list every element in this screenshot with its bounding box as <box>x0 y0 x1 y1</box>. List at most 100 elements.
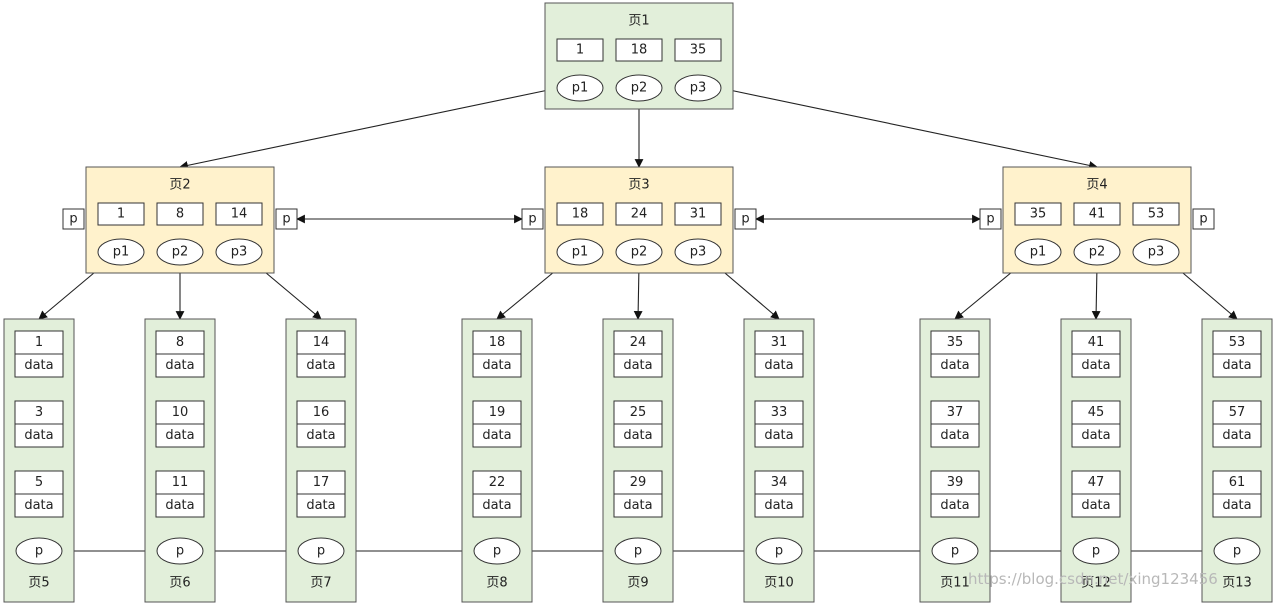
root-page-key-box <box>556 38 604 62</box>
record-data-box <box>1212 423 1262 448</box>
leaf-pointer-oval <box>15 537 63 565</box>
internal-to-leaf-edge <box>633 264 643 320</box>
record-data-box <box>1071 353 1121 378</box>
record-data: data <box>482 428 511 443</box>
record-data-box <box>613 353 663 378</box>
record-data: data <box>940 358 969 373</box>
internal-page-pointer: p2 <box>172 245 189 260</box>
internal-page-pointer-oval <box>1073 238 1121 266</box>
root-to-internal-edge <box>179 87 559 170</box>
root-page-key-box <box>615 38 663 62</box>
root-page-key: 1 <box>576 43 584 58</box>
leaf-pointer: p <box>951 544 959 559</box>
internal-page-pointer: p3 <box>1148 245 1165 260</box>
root-page-pointer-oval <box>556 74 604 102</box>
internal-page-pointer: p2 <box>1089 245 1106 260</box>
record-key: 1 <box>35 335 43 350</box>
record-data: data <box>24 428 53 443</box>
record-data-box <box>754 353 804 378</box>
leaf-title: 页9 <box>627 576 648 591</box>
internal-page-pointer-oval <box>215 238 263 266</box>
internal-page-key-box <box>615 202 663 226</box>
record-data: data <box>1081 498 1110 513</box>
record-data: data <box>165 428 194 443</box>
leaf-pointer: p <box>317 544 325 559</box>
root-page-pointer-oval <box>615 74 663 102</box>
record-data-box <box>14 423 64 448</box>
record-data-box <box>472 423 522 448</box>
internal-page-pointer-oval <box>556 238 604 266</box>
leaf-pointer: p <box>634 544 642 559</box>
leaf-pointer: p <box>493 544 501 559</box>
leaf-pointer-oval <box>156 537 204 565</box>
root-page-pointer: p1 <box>572 81 589 96</box>
root-page-pointer: p2 <box>631 81 648 96</box>
record-key: 33 <box>771 405 788 420</box>
leaf-title: 页7 <box>310 576 331 591</box>
leaf-title: 页8 <box>486 576 507 591</box>
record-data-box <box>1212 493 1262 518</box>
internal-page-key: 24 <box>631 207 648 222</box>
leaf-pointer-oval <box>755 537 803 565</box>
internal-page-pointer-oval <box>97 238 145 266</box>
record-data-box <box>472 493 522 518</box>
record-key: 19 <box>489 405 506 420</box>
record-key: 8 <box>176 335 184 350</box>
internal-page-key-box <box>556 202 604 226</box>
leaf-pointer: p <box>1233 544 1241 559</box>
record-key: 31 <box>771 335 788 350</box>
record-key: 25 <box>630 405 647 420</box>
record-data-box <box>930 423 980 448</box>
leaf-pointer-oval <box>473 537 521 565</box>
record-data: data <box>1222 428 1251 443</box>
record-data-box <box>613 423 663 448</box>
record-data: data <box>165 498 194 513</box>
record-data-box <box>296 353 346 378</box>
internal-page-key: 8 <box>176 207 184 222</box>
record-data: data <box>306 358 335 373</box>
record-data-box <box>754 423 804 448</box>
record-data-box <box>296 423 346 448</box>
record-key: 24 <box>630 335 647 350</box>
root-page-title: 页1 <box>628 14 649 29</box>
record-key: 29 <box>630 475 647 490</box>
internal-page-pointer: p1 <box>572 245 589 260</box>
record-data: data <box>1222 358 1251 373</box>
internal-page-key-box <box>1132 202 1180 226</box>
record-data: data <box>623 358 652 373</box>
record-data: data <box>940 428 969 443</box>
internal-page-key-box <box>1073 202 1121 226</box>
leaf-pointer: p <box>775 544 783 559</box>
root-page-pointer: p3 <box>690 81 707 96</box>
leaf-title: 页10 <box>764 576 794 591</box>
leaf-title: 页5 <box>28 576 49 591</box>
internal-page-title: 页3 <box>628 178 649 193</box>
internal-page-prev-box <box>979 208 1002 230</box>
record-data: data <box>24 498 53 513</box>
record-data: data <box>764 428 793 443</box>
record-key: 39 <box>947 475 964 490</box>
record-data: data <box>623 498 652 513</box>
record-key: 16 <box>313 405 330 420</box>
record-key: 35 <box>947 335 964 350</box>
internal-page-key: 41 <box>1089 207 1106 222</box>
internal-page-key-box <box>156 202 204 226</box>
internal-page-key: 31 <box>690 207 707 222</box>
internal-page-pointer-oval <box>1132 238 1180 266</box>
internal-page-pointer: p1 <box>1030 245 1047 260</box>
record-key: 22 <box>489 475 506 490</box>
root-page-key: 18 <box>631 43 648 58</box>
record-data-box <box>155 353 205 378</box>
record-key: 14 <box>313 335 330 350</box>
